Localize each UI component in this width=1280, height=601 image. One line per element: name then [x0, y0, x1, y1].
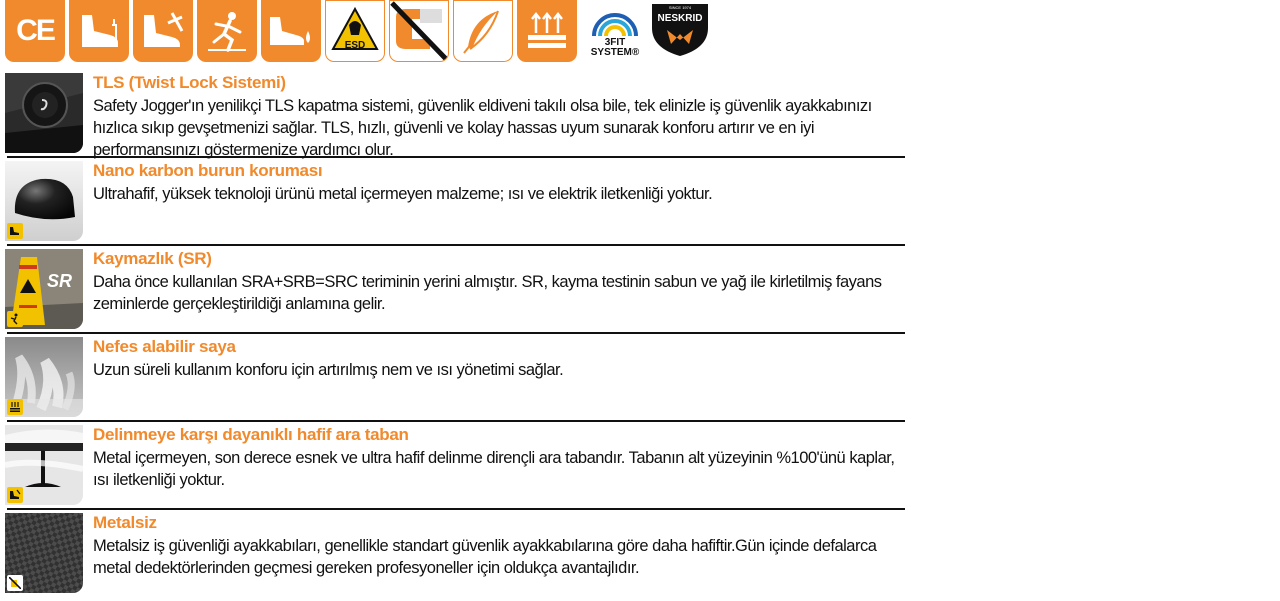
nano-carbon-toecap-image	[5, 161, 83, 241]
feature-item-nano-carbon: Nano karbon burun koruması Ultrahafif, y…	[5, 161, 905, 249]
non-metallic-icon	[389, 0, 449, 62]
feature-item-puncture-resistant-midsole: Delinmeye karşı dayanıklı hafif ara taba…	[5, 425, 905, 513]
3fit-system-label: 3FIT SYSTEM®	[590, 37, 640, 58]
feature-item-tls: TLS (Twist Lock Sistemi) Safety Jogger'ı…	[5, 73, 905, 161]
puncture-midsole-image	[5, 425, 83, 505]
feature-item-slip-resistance: SR Kaymazlık (SR) Daha önce kullanılan S…	[5, 249, 905, 337]
slip-resistance-icon	[197, 0, 257, 62]
certification-icon-strip: CE ESD	[5, 0, 711, 62]
ce-mark-icon: CE	[5, 0, 65, 62]
divider	[7, 420, 905, 422]
divider	[7, 244, 905, 246]
feature-title: Nefes alabilir saya	[93, 337, 236, 356]
carbon-fiber-image	[5, 513, 83, 593]
feature-title: Delinmeye karşı dayanıklı hafif ara taba…	[93, 425, 409, 444]
feature-title: Nano karbon burun koruması	[93, 161, 323, 180]
feature-item-metal-free: Metalsiz Metalsiz iş güvenliği ayakkabıl…	[5, 513, 905, 601]
divider	[7, 332, 905, 334]
puncture-badge-icon	[7, 487, 23, 503]
esd-icon: ESD	[325, 0, 385, 62]
ce-mark-label: CE	[16, 14, 56, 47]
neskrid-since-label: SINCE 1974	[668, 5, 692, 10]
feature-description: Safety Jogger'ın yenilikçi TLS kapatma s…	[93, 97, 872, 159]
3fit-system-logo: 3FIT SYSTEM®	[587, 0, 643, 58]
breathable-badge-icon	[7, 399, 23, 415]
feature-description: Ultrahafif, yüksek teknoloji ürünü metal…	[93, 185, 713, 203]
toe-cap-icon	[69, 0, 129, 62]
breathable-icon	[517, 0, 577, 62]
sr-thumb-label: SR	[47, 271, 73, 291]
feature-title: Kaymazlık (SR)	[93, 249, 212, 268]
puncture-resistance-icon	[133, 0, 193, 62]
water-resistance-icon	[261, 0, 321, 62]
feature-description: Metal içermeyen, son derece esnek ve ult…	[93, 449, 895, 489]
tls-dial-image	[5, 73, 83, 153]
neskrid-logo: SINCE 1974 NESKRID	[649, 0, 711, 58]
divider	[7, 508, 905, 510]
neskrid-wordmark: NESKRID	[657, 13, 703, 24]
lightweight-feather-icon	[453, 0, 513, 62]
feature-description: Daha önce kullanılan SRA+SRB=SRC terimin…	[93, 273, 882, 313]
feature-list: TLS (Twist Lock Sistemi) Safety Jogger'ı…	[5, 73, 905, 601]
feature-description: Metalsiz iş güvenliği ayakkabıları, gene…	[93, 537, 877, 577]
wet-floor-sign-image: SR	[5, 249, 83, 329]
divider	[7, 156, 905, 158]
slip-badge-icon	[7, 311, 23, 327]
esd-label: ESD	[344, 40, 366, 51]
feature-title: Metalsiz	[93, 513, 157, 532]
breathable-smoke-image	[5, 337, 83, 417]
feature-description: Uzun süreli kullanım konforu için artırı…	[93, 361, 564, 379]
toe-cap-badge-icon	[7, 223, 23, 239]
feature-title: TLS (Twist Lock Sistemi)	[93, 73, 286, 92]
metal-free-badge-icon	[7, 575, 23, 591]
feature-item-breathable-upper: Nefes alabilir saya Uzun süreli kullanım…	[5, 337, 905, 425]
